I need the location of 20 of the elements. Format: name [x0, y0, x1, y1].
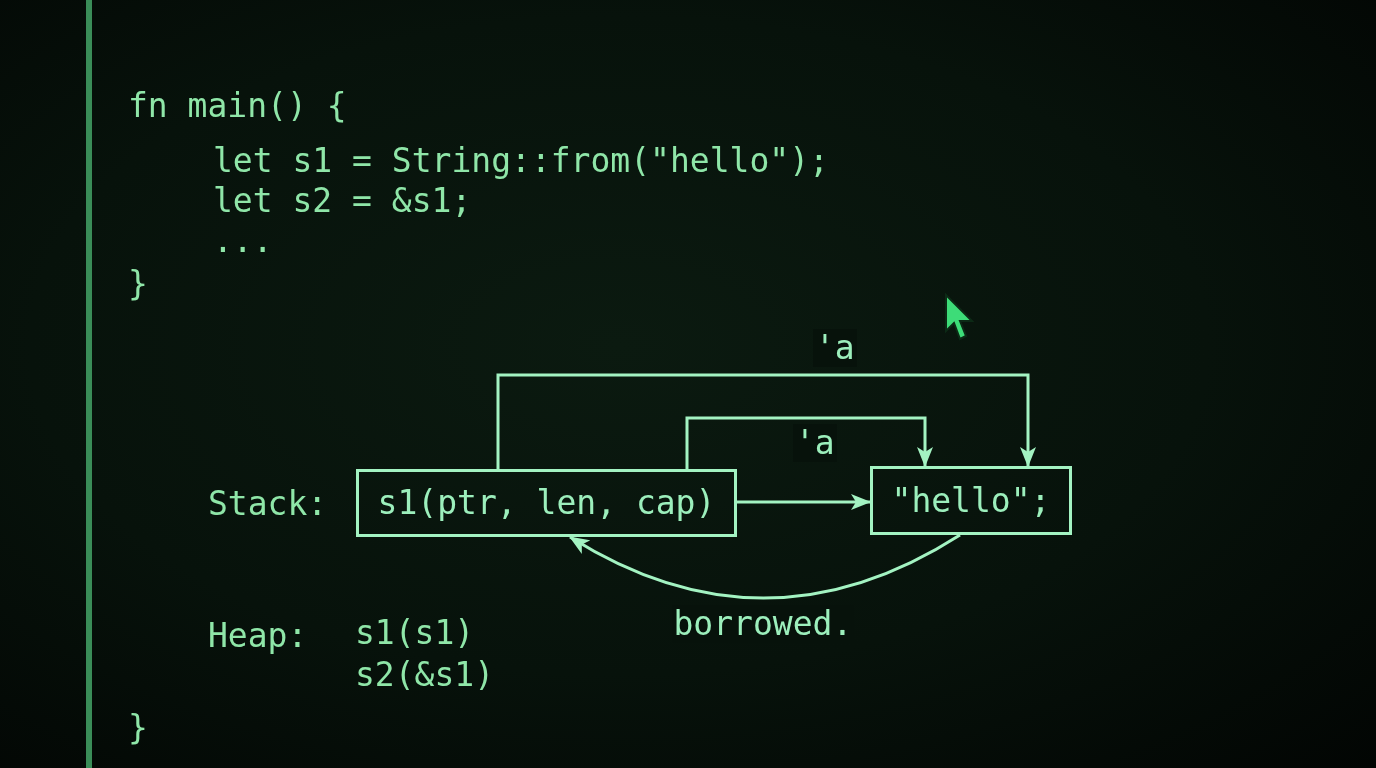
node-text: s1(ptr, len, cap)	[377, 483, 716, 523]
edge-label: 'a	[813, 329, 857, 367]
edge-label: 'a	[793, 424, 837, 462]
code-line: fn main() {	[128, 86, 347, 126]
code-line: ...	[213, 221, 273, 261]
row-label: Heap:	[208, 616, 308, 656]
code-line: }	[128, 264, 148, 304]
row-label: Stack:	[208, 484, 328, 524]
arrow	[737, 494, 871, 510]
node-text: "hello";	[891, 480, 1051, 521]
code-line: }	[128, 708, 148, 748]
heap-entry: s1(s1)	[355, 613, 475, 653]
arrow	[496, 373, 1036, 469]
arrow	[685, 416, 933, 469]
heap-entry: s2(&s1)	[355, 655, 495, 695]
code-line: let s2 = &s1;	[213, 181, 472, 221]
arrow	[569, 533, 961, 600]
memory-box	[870, 466, 1072, 535]
memory-box	[356, 469, 737, 537]
code-line: let s1 = String::from("hello");	[213, 141, 829, 181]
